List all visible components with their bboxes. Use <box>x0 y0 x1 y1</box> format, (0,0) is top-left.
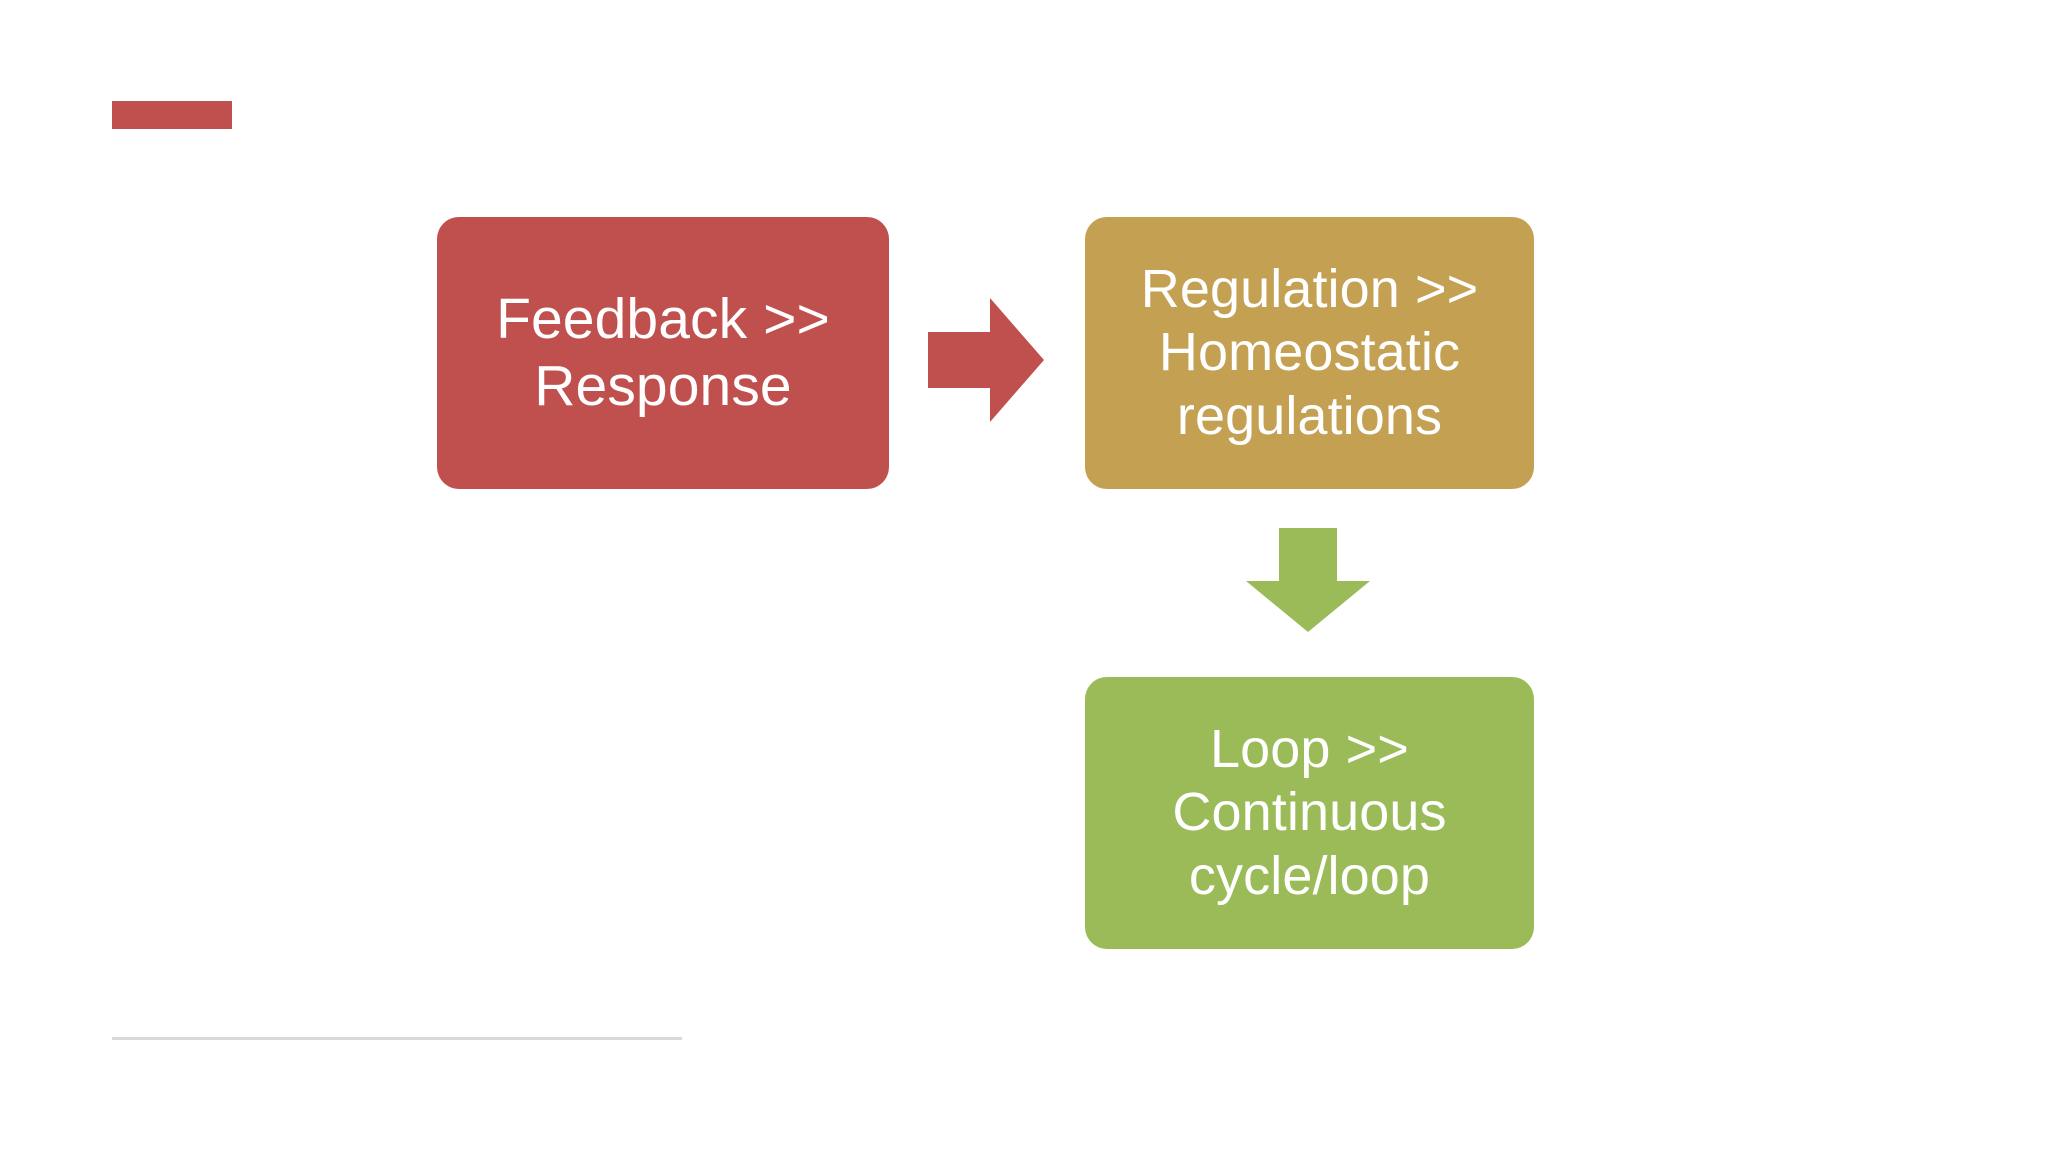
flow-node-feedback[interactable]: Feedback >> Response <box>437 217 889 489</box>
flow-node-feedback-label: Feedback >> Response <box>496 287 830 418</box>
flow-node-regulation-label: Regulation >> Homeostatic regulations <box>1140 259 1479 446</box>
arrow-down-shape <box>1246 528 1370 632</box>
arrow-right-shape <box>928 298 1044 422</box>
flow-node-loop-label: Loop >> Continuous cycle/loop <box>1172 719 1447 906</box>
footer-divider <box>112 1037 682 1040</box>
title-accent-bar <box>112 101 232 129</box>
arrow-right-icon <box>928 298 1044 422</box>
flow-node-loop[interactable]: Loop >> Continuous cycle/loop <box>1085 677 1534 949</box>
arrow-down-icon <box>1246 528 1370 632</box>
flow-node-regulation[interactable]: Regulation >> Homeostatic regulations <box>1085 217 1534 489</box>
